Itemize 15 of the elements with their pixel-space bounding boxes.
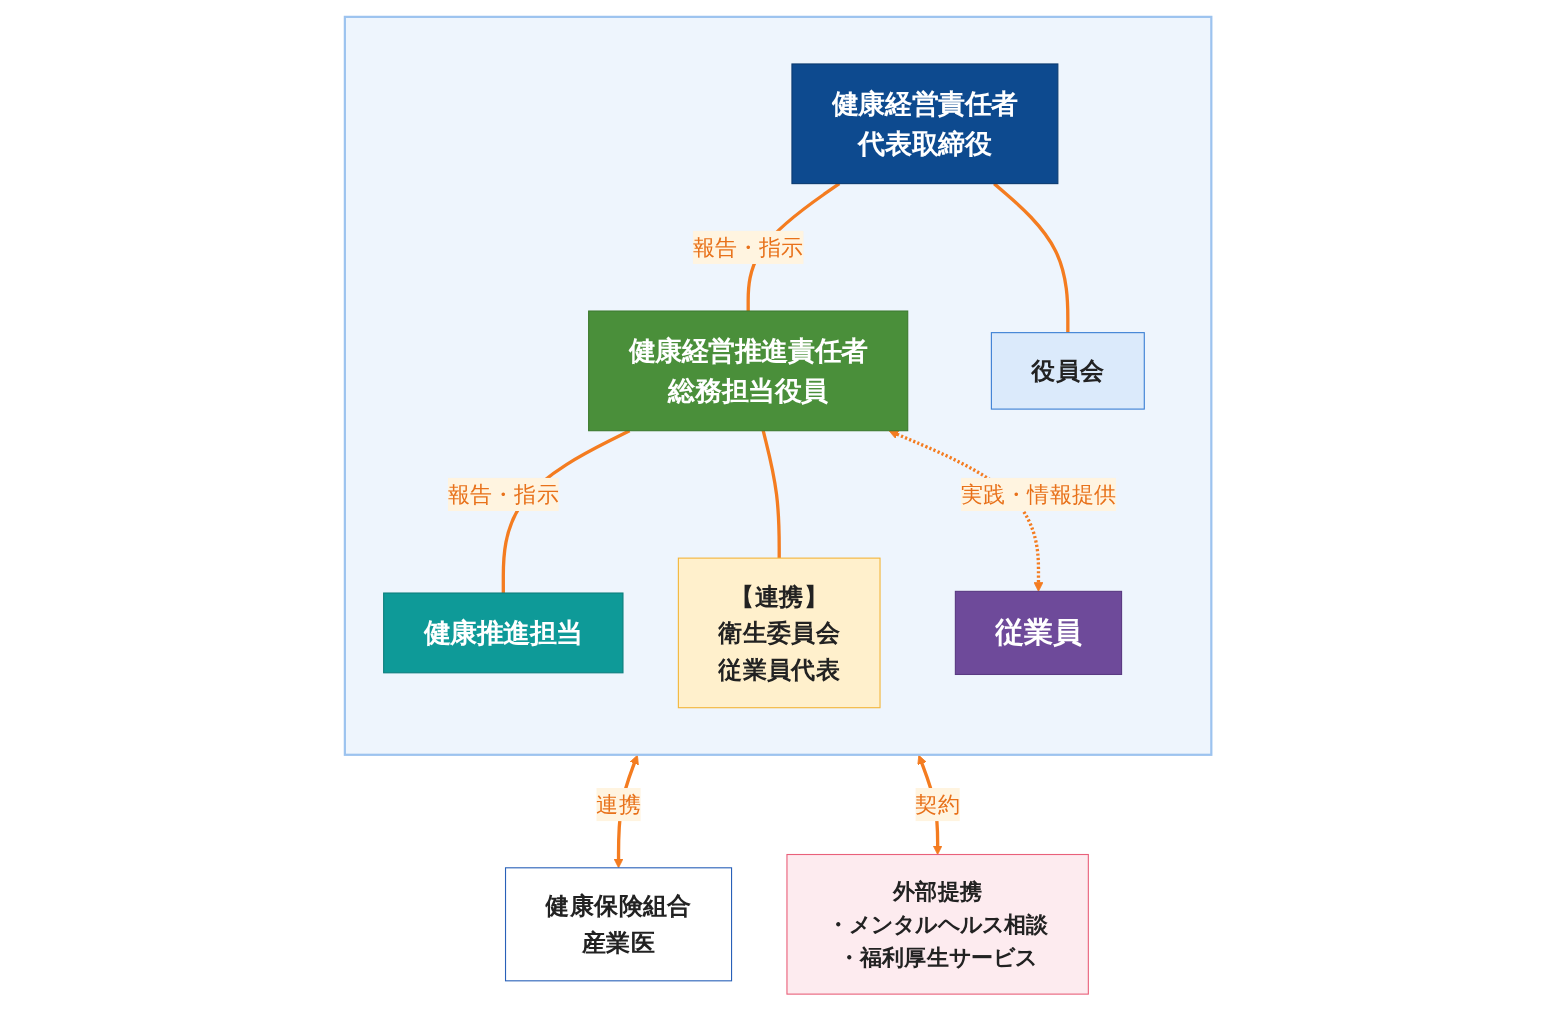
edge-label: 報告・指示 [448, 480, 560, 508]
cluster [344, 15, 1213, 756]
node-box: 健康経営責任者 代表取締役 [791, 62, 1059, 184]
node-box: 健康推進担当 [383, 591, 624, 673]
node-box: 健康保険組合 産業医 [505, 866, 733, 981]
edge-label: 報告・指示 [693, 233, 804, 261]
node-box: 外部提携 ・メンタルヘルス相談 ・福利厚生サービス [786, 853, 1090, 995]
connector [762, 429, 782, 558]
node-box: 【連携】 衛生委員会 従業員代表 [678, 557, 881, 708]
node-box: 健康経営推進責任者 総務担当役員 [588, 310, 909, 431]
edge-label: 実践・情報提供 [961, 480, 1117, 508]
edge-label: 契約 [915, 790, 961, 818]
edge-label: 連携 [596, 790, 642, 818]
node-box: 従業員 [955, 590, 1123, 675]
node-box: 役員会 [991, 331, 1146, 410]
